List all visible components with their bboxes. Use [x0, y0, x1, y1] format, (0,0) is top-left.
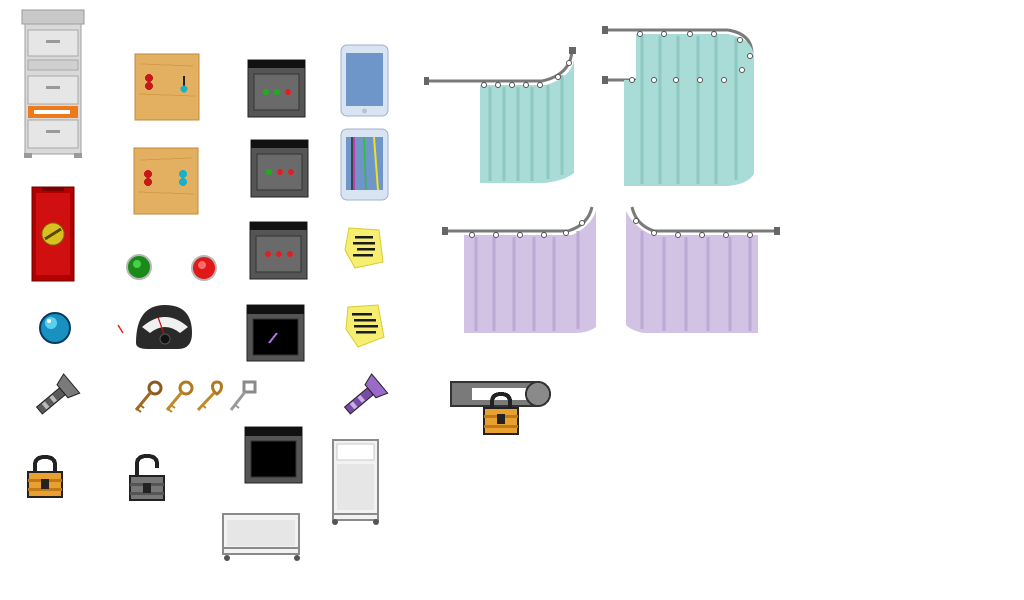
- latch-padlock-icon[interactable]: [450, 380, 554, 438]
- keypad-terminal-icon[interactable]: [247, 59, 306, 118]
- curtain-icon[interactable]: [624, 203, 782, 335]
- red-button-icon[interactable]: [191, 255, 217, 281]
- monitor-icon[interactable]: [246, 304, 305, 363]
- tablet-icon[interactable]: [340, 128, 390, 202]
- curtain-icon[interactable]: [424, 45, 578, 185]
- key-icon[interactable]: [133, 380, 163, 414]
- paper-note-icon[interactable]: [343, 226, 385, 270]
- key-icon[interactable]: [195, 380, 225, 414]
- green-button-icon[interactable]: [126, 254, 152, 280]
- key-icon[interactable]: [164, 380, 194, 414]
- keypad-terminal-icon[interactable]: [250, 139, 309, 198]
- hospital-bed-icon[interactable]: [221, 512, 303, 564]
- orb-icon[interactable]: [38, 311, 72, 345]
- gauge-meter-icon[interactable]: [117, 303, 194, 351]
- key-icon[interactable]: [228, 380, 258, 414]
- keypad-terminal-icon[interactable]: [249, 221, 308, 280]
- flashlight-icon[interactable]: [340, 373, 389, 418]
- curtain-icon[interactable]: [602, 26, 758, 188]
- toggle-switch-panel-icon[interactable]: [133, 147, 200, 216]
- hospital-bed-icon[interactable]: [331, 438, 381, 528]
- curtain-icon[interactable]: [442, 203, 598, 335]
- red-cabinet-icon[interactable]: [31, 186, 76, 283]
- monitor-icon[interactable]: [244, 426, 303, 485]
- tablet-icon[interactable]: [340, 44, 390, 118]
- toggle-switch-panel-icon[interactable]: [134, 53, 201, 122]
- padlock-open-icon[interactable]: [128, 453, 168, 502]
- paper-note-icon[interactable]: [344, 303, 386, 349]
- flashlight-icon[interactable]: [32, 373, 81, 418]
- padlock-icon[interactable]: [26, 454, 64, 499]
- filing-cabinet-icon[interactable]: [21, 9, 86, 160]
